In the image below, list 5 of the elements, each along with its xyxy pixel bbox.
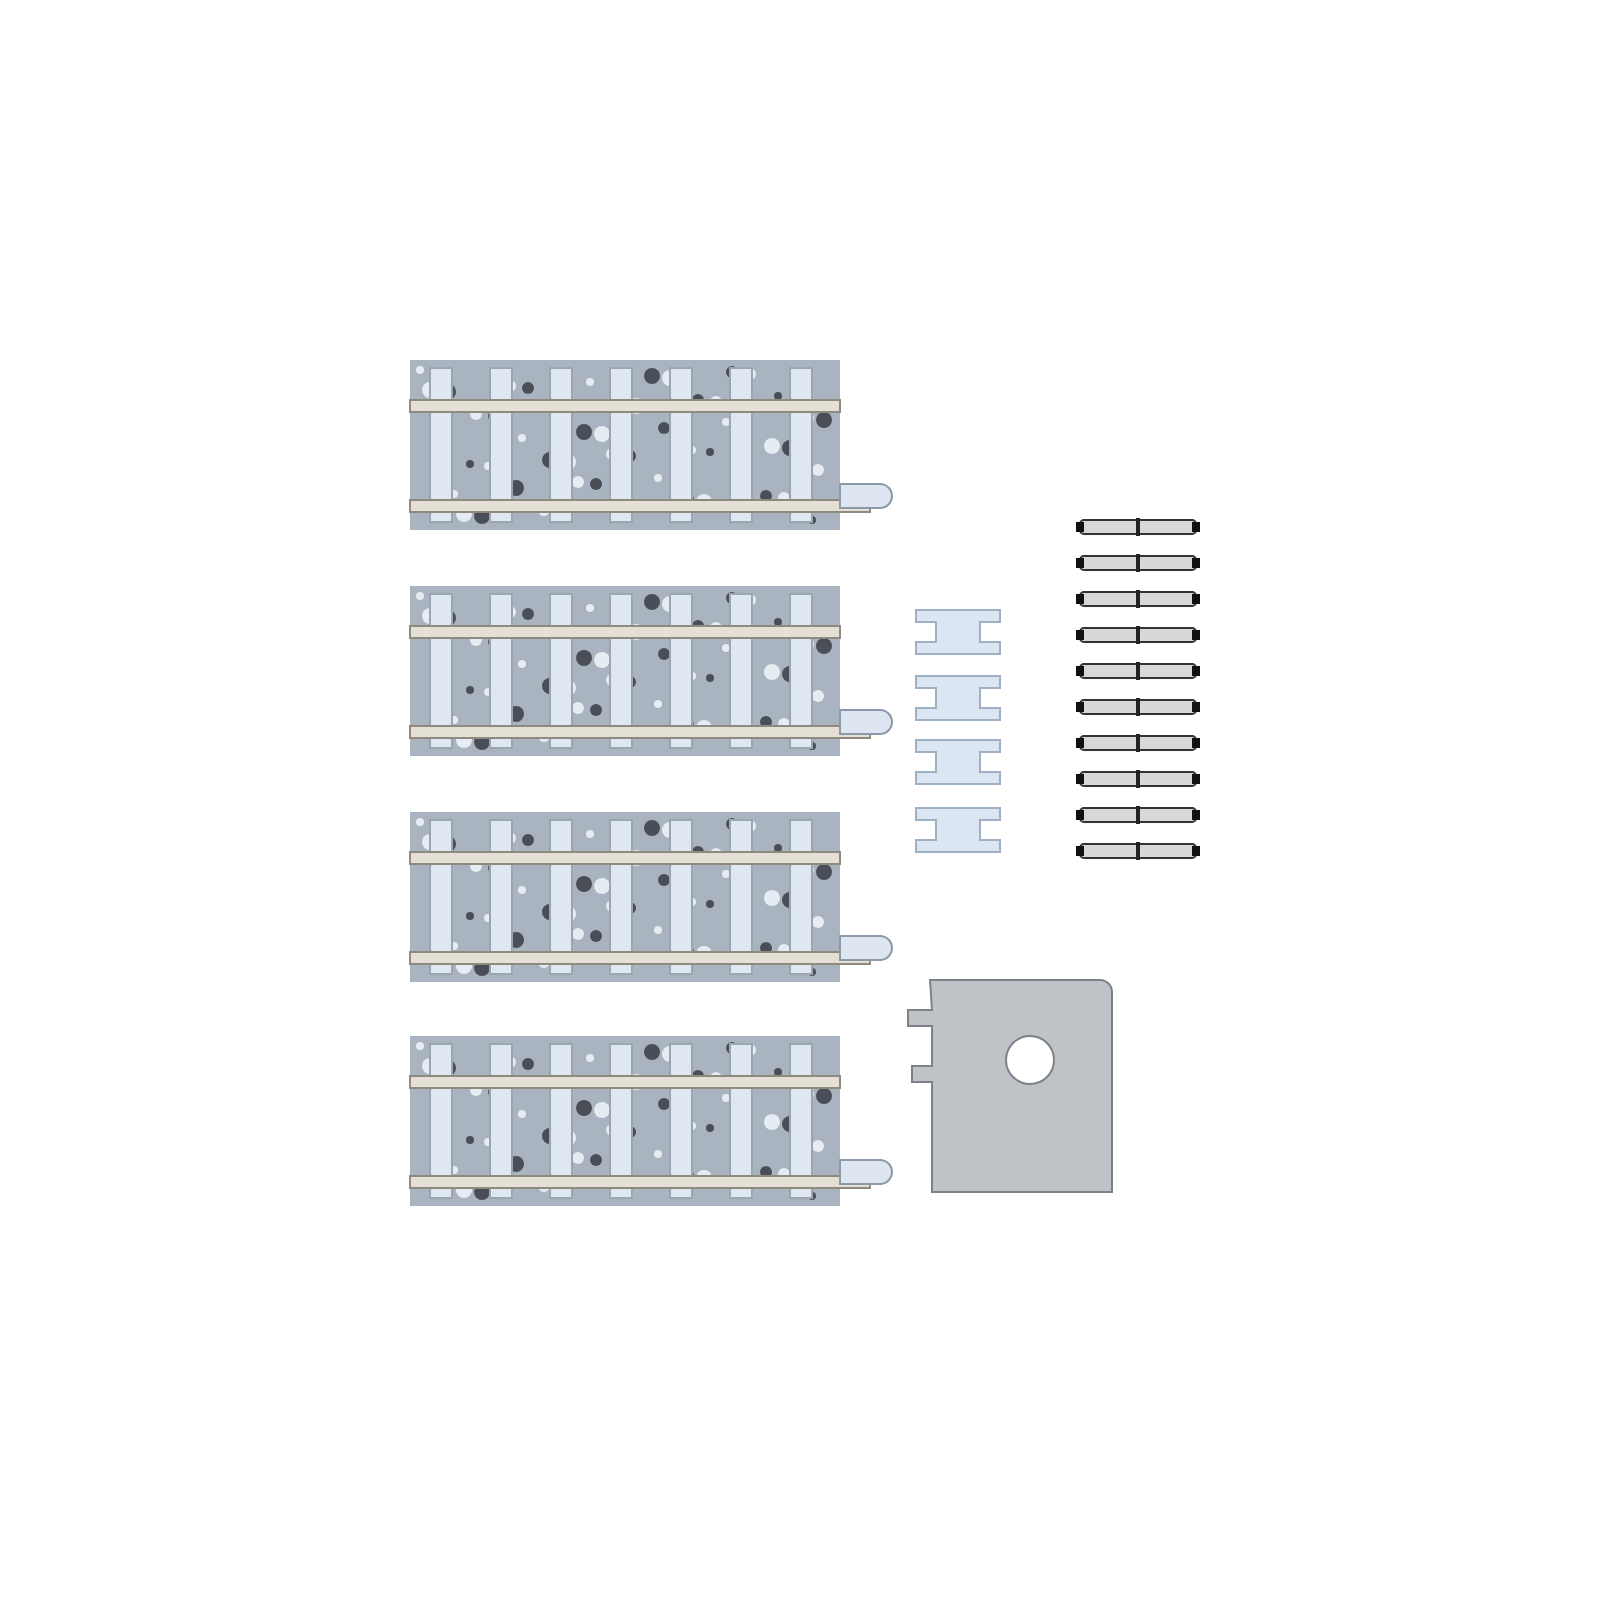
tool-plate-drawing — [907, 979, 1113, 1193]
track-piece-drawing — [409, 360, 893, 530]
track-piece-drawing — [409, 812, 893, 982]
track-piece-drawing — [409, 586, 893, 756]
track-piece-drawing — [409, 1036, 893, 1206]
